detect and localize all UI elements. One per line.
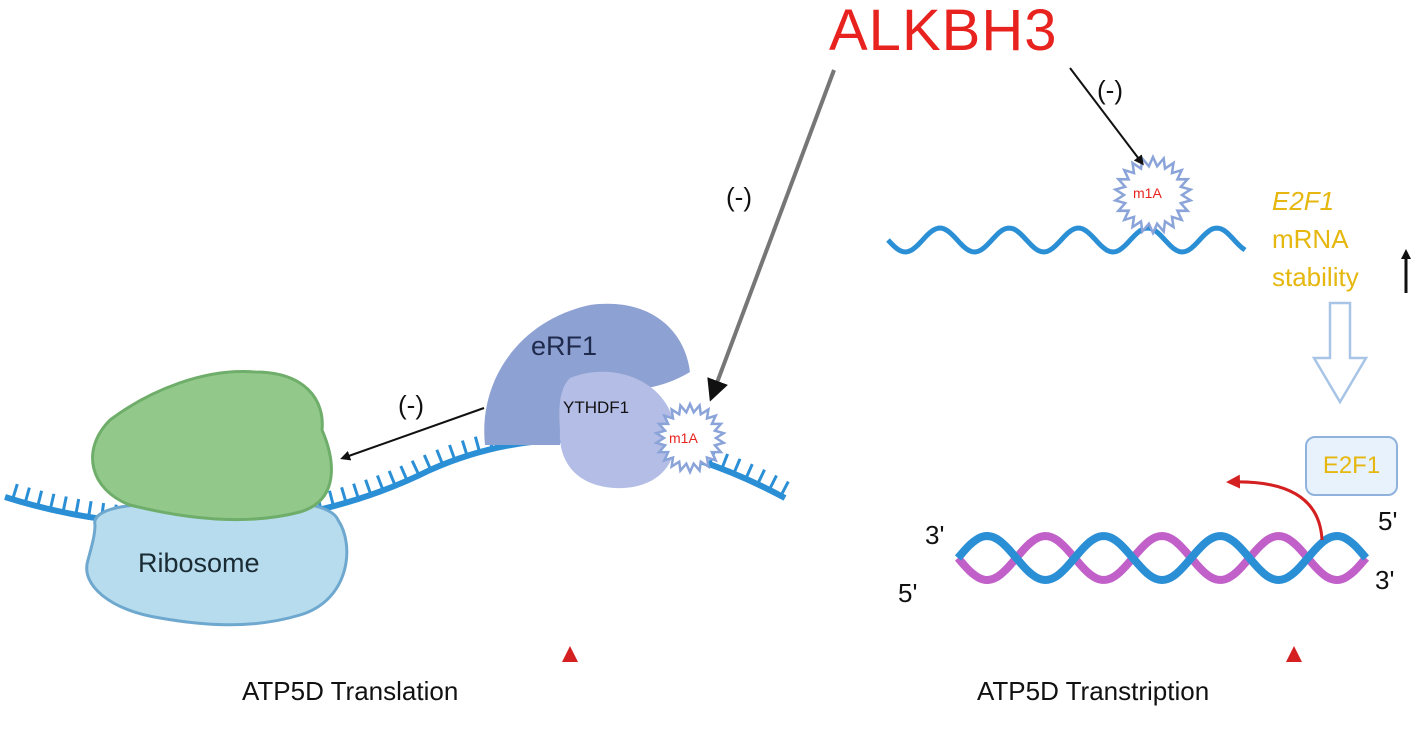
mrna-strand-e2f1 <box>886 225 1247 255</box>
alkbh3-title: ALKBH3 <box>829 0 1058 63</box>
stability-label: stability <box>1272 262 1359 292</box>
translation-up-arrow <box>562 646 578 740</box>
alkbh3-arrow-left <box>707 69 836 402</box>
transcription-curved-arrow <box>1226 474 1324 541</box>
dna-strand-magenta <box>954 531 1370 585</box>
hollow-down-arrow <box>1311 301 1369 405</box>
transcription-up-arrow <box>1286 646 1302 740</box>
erf1-label: eRF1 <box>531 331 598 361</box>
dna-end-top-left: 3' <box>925 520 945 550</box>
e2f1-protein-box: E2F1 <box>1305 436 1398 496</box>
e2f1-protein-label: E2F1 <box>1322 452 1381 479</box>
alkbh3-arrow-right <box>1069 67 1144 166</box>
dna-end-bottom-left: 5' <box>898 578 918 608</box>
mrna-label: mRNA <box>1272 224 1349 254</box>
inhibition-label-alkbh3-left: (-) <box>726 182 752 212</box>
ribosome-large-subunit <box>91 370 333 521</box>
inhibition-arrow-ribosome <box>340 407 485 461</box>
ribosome-label: Ribosome <box>138 548 260 578</box>
ythdf1-label: YTHDF1 <box>563 398 630 417</box>
transcription-caption: ATP5D Transtription <box>977 676 1210 706</box>
translation-caption: ATP5D Translation <box>242 676 459 706</box>
inhibition-label-alkbh3-right: (-) <box>1097 75 1123 105</box>
ythdf1-protein <box>559 371 676 489</box>
dna-strand-blue <box>954 531 1370 585</box>
m1a-label-left: m1A <box>669 430 698 446</box>
dna-end-top-right: 5' <box>1378 506 1398 536</box>
inhibition-label-ribosome: (-) <box>398 390 424 420</box>
e2f1-gene-label: E2F1 <box>1272 186 1335 216</box>
dna-end-bottom-right: 3' <box>1375 565 1395 595</box>
m1a-mark-right <box>1112 153 1194 237</box>
m1a-label-right: m1A <box>1133 185 1162 201</box>
m1a-mark-left <box>653 400 727 476</box>
